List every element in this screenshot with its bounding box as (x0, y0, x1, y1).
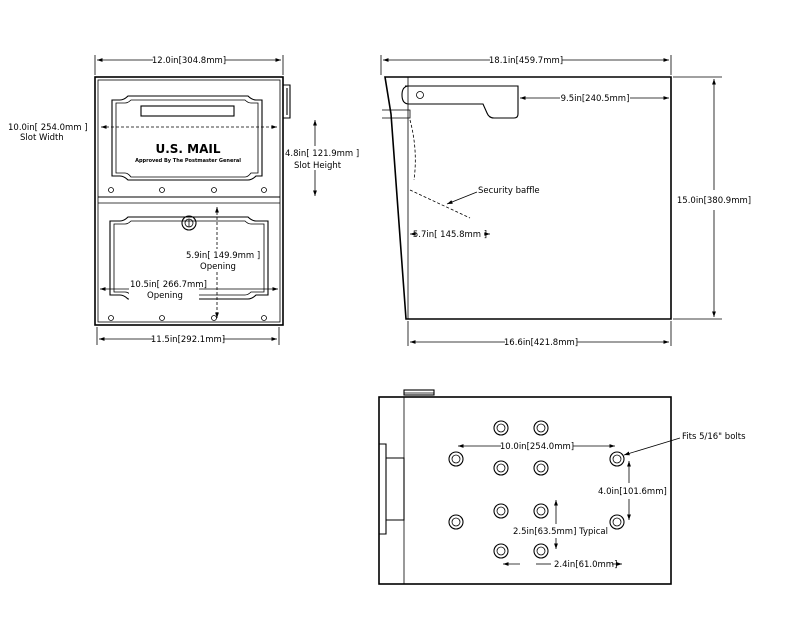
baffle-label: Security baffle (478, 186, 540, 196)
lower-screw-holes (108, 315, 267, 321)
lock-icon (181, 215, 197, 231)
bolt-holes (448, 420, 625, 559)
bolt-hole (533, 503, 549, 519)
side-depth-bottom-label: 16.6in[421.8mm] (504, 338, 578, 348)
handle-depth-label: 9.5in[240.5mm] (561, 94, 630, 104)
bolt-note-leader (623, 437, 681, 456)
bolt-hole (493, 460, 509, 476)
upper-plaque (111, 95, 263, 181)
baffle-depth-label: 5.7in[ 145.8mm ] (413, 230, 487, 240)
bolt-hole (493, 503, 509, 519)
bolt-hole (493, 543, 509, 559)
front-width-top-label: 12.0in[304.8mm] (152, 56, 226, 66)
bolt-hole (448, 514, 464, 530)
flag-bracket (283, 84, 291, 119)
slot-width-value: 10.0in[ 254.0mm ] (8, 123, 88, 133)
bottom-handle-strip (403, 389, 435, 396)
opening-height-label: Opening (200, 262, 236, 272)
upper-screw-holes (108, 187, 267, 193)
slot-width-label: Slot Width (20, 133, 64, 143)
bolt-hole (493, 420, 509, 436)
handle-pivot (416, 91, 424, 99)
opening-width-label: Opening (147, 291, 183, 301)
front-width-bottom-label: 11.5in[292.1mm] (151, 335, 225, 345)
side-handle (401, 85, 519, 119)
bolt-hole (533, 543, 549, 559)
opening-height-value: 5.9in[ 149.9mm ] (186, 251, 260, 261)
brand-text: U.S. MAIL (155, 142, 220, 156)
front-inner-frame (97, 79, 281, 323)
bolt-spacing-v-label: 4.0in[101.6mm] (598, 487, 667, 497)
small-spacing-label: 2.4in[61.0mm] (554, 560, 617, 570)
bolt-hole (448, 451, 464, 467)
side-view: 18.1in[459.7mm] 9.5in[240.5mm] Security … (380, 55, 751, 348)
approval-text: Approved By The Postmaster General (135, 158, 241, 164)
opening-width-value: 10.5in[ 266.7mm] (130, 280, 207, 290)
side-depth-top-label: 18.1in[459.7mm] (489, 56, 563, 66)
bottom-view: 10.0in[254.0mm] Fits 5/16" bolts 4.0in[1… (378, 389, 746, 585)
lower-plaque (109, 216, 269, 300)
bolt-note: Fits 5/16" bolts (682, 432, 746, 442)
side-height-label: 15.0in[380.9mm] (677, 196, 751, 206)
bottom-door-flange (379, 443, 405, 535)
bolt-hole (609, 451, 625, 467)
slot-height-label: Slot Height (294, 161, 342, 171)
slot-height-value: 4.8in[ 121.9mm ] (285, 149, 359, 159)
front-view: U.S. MAIL Approved By The Postmaster Gen… (8, 55, 359, 345)
front-outer-frame (94, 76, 284, 326)
bolt-hole (533, 460, 549, 476)
bolt-spacing-h-label: 10.0in[254.0mm] (500, 442, 574, 452)
side-body-outline (384, 76, 672, 320)
bolt-hole (609, 514, 625, 530)
security-baffle (409, 119, 416, 181)
baffle-leader (446, 191, 478, 205)
bottom-outer-frame (378, 396, 672, 585)
bolt-hole (533, 420, 549, 436)
mail-slot (140, 105, 235, 117)
typical-spacing-label: 2.5in[63.5mm] Typical (513, 527, 608, 537)
